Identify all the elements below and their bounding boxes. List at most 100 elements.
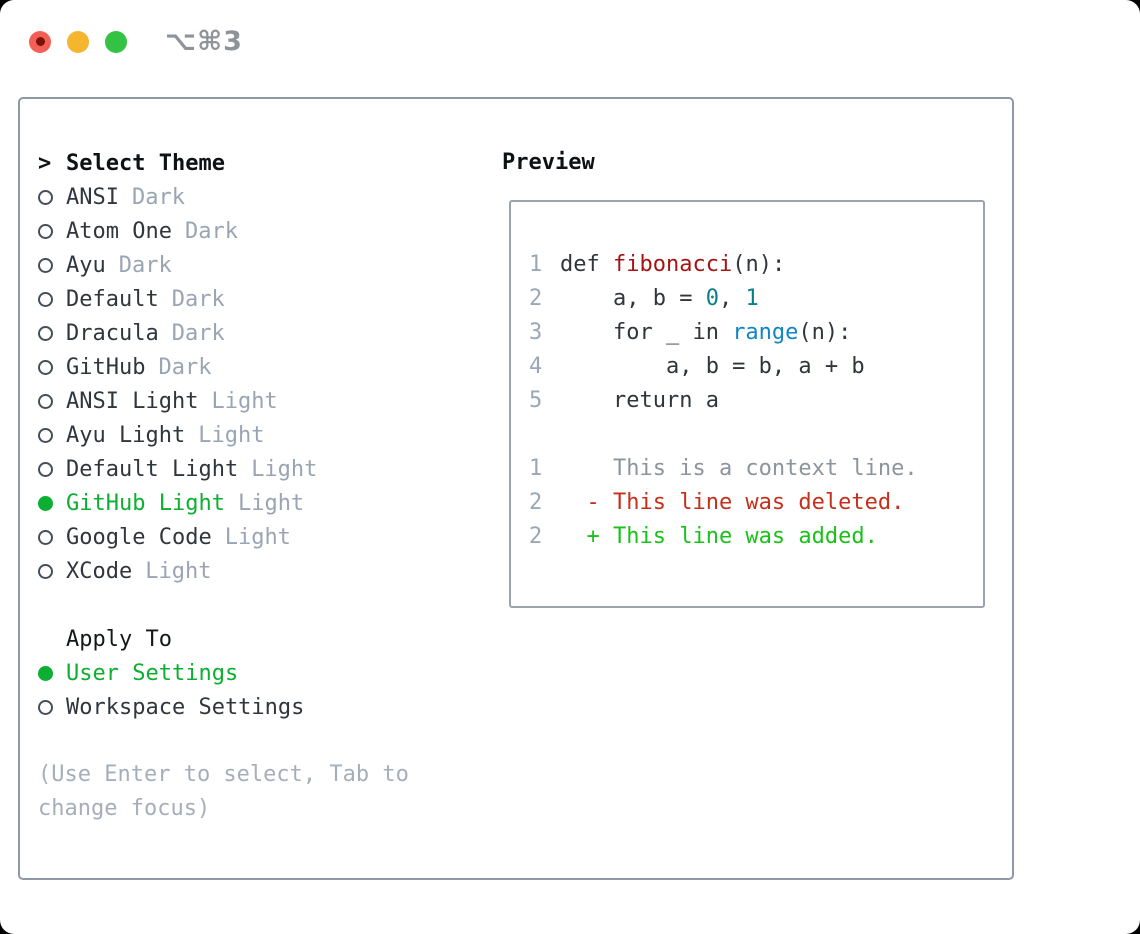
theme-option-default[interactable]: Default Dark [20,282,500,316]
theme-name: Dracula [66,320,159,346]
section-gap [20,724,500,758]
focus-caret-icon: > [38,150,52,176]
line-content: return a [560,384,719,418]
zoom-light-icon[interactable] [105,30,127,53]
preview-line [511,418,983,452]
token-plain: def [560,252,613,277]
preview-line: 2 a, b = 0, 1 [511,282,983,316]
line-number: 1 [529,252,543,277]
radio-selected-icon [38,665,53,681]
theme-variant: Dark [158,354,212,380]
theme-variant: Light [237,490,305,516]
token-number: 0 [705,286,719,311]
select-theme-title: Select Theme [66,150,225,176]
line-number: 3 [529,320,543,345]
theme-variant: Dark [131,184,185,210]
window-shortcut-label: ⌥⌘3 [165,26,243,57]
line-number: 2 [529,286,543,311]
token-plain: (n): [732,252,786,277]
radio-icon [38,699,53,715]
radio-icon [38,563,53,579]
radio-icon [38,461,53,477]
theme-name: Default Light [66,456,239,482]
theme-name: Default [66,286,159,312]
line-number: 4 [529,354,543,379]
record-dot-icon [35,37,45,46]
theme-option-google-code[interactable]: Google Code Light [20,520,500,554]
line-content: + This line was added. [560,520,878,554]
radio-icon [38,291,53,307]
line-number: 2 [529,524,543,549]
preview-line: 1 def fibonacci(n): [511,248,983,282]
line-number: 2 [529,490,543,515]
line-content: def fibonacci(n): [560,248,785,282]
token-func: fibonacci [612,252,733,277]
line-number [529,418,543,452]
theme-name: XCode [66,558,133,584]
theme-name: Ayu Light [66,422,186,448]
theme-variant: Light [211,388,278,414]
theme-option-xcode[interactable]: XCode Light [20,554,500,588]
theme-name: Ayu [66,252,106,278]
keyboard-hint: (Use Enter to select, Tab to change focu… [38,762,409,821]
preview-line: 5 return a [511,384,983,418]
apply-option-user-settings[interactable]: User Settings [20,656,500,690]
preview-line: 3 for _ in range(n): [511,316,983,350]
close-light-icon[interactable] [29,30,51,53]
theme-option-dracula[interactable]: Dracula Dark [20,316,500,350]
radio-icon [38,189,53,205]
theme-name: GitHub Light [66,490,225,516]
line-number: 5 [529,388,543,413]
theme-variant: Dark [171,286,225,312]
radio-icon [38,393,53,409]
theme-name: Google Code [66,524,212,550]
line-content: - This line was deleted. [560,486,904,520]
token-deleted: - This line was deleted. [560,490,905,515]
preview-line: 1 This is a context line. [511,452,983,486]
minimize-light-icon[interactable] [67,30,89,53]
select-theme-header: > Select Theme [20,146,500,180]
theme-variant: Dark [171,320,225,346]
line-content: a, b = 0, 1 [560,282,759,316]
theme-variant: Light [198,422,265,448]
token-plain: for _ in [560,320,733,345]
theme-option-github-light[interactable]: GitHub Light Light [20,486,500,520]
apply-to-header: Apply To [20,622,500,656]
theme-option-atom-one[interactable]: Atom One Dark [20,214,500,248]
theme-variant: Light [224,524,291,550]
theme-option-github[interactable]: GitHub Dark [20,350,500,384]
theme-variant: Light [145,558,212,584]
token-number: 1 [745,286,759,311]
token-plain: (n): [798,320,852,345]
titlebar: ⌥⌘3 [29,26,243,57]
token-plain: return a [560,388,719,413]
radio-icon [38,223,53,239]
theme-option-ansi[interactable]: ANSI Dark [20,180,500,214]
preview-title: Preview [502,150,595,175]
radio-selected-icon [38,495,53,511]
line-content: This is a context line. [560,452,918,486]
apply-option-workspace-settings[interactable]: Workspace Settings [20,690,500,724]
token-plain: , [718,286,746,311]
preview-line: 2 - This line was deleted. [511,486,983,520]
theme-option-ayu-light[interactable]: Ayu Light Light [20,418,500,452]
theme-name: ANSI [66,184,119,210]
token-builtin: range [732,320,799,345]
theme-name: Atom One [66,218,172,244]
apply-to-title: Apply To [66,626,172,652]
theme-variant: Dark [184,218,238,244]
line-content: a, b = b, a + b [560,350,865,384]
theme-name: GitHub [66,354,146,380]
radio-icon [38,529,53,545]
apply-option-label: Workspace Settings [66,694,305,720]
token-added: + This line was added. [560,524,878,549]
